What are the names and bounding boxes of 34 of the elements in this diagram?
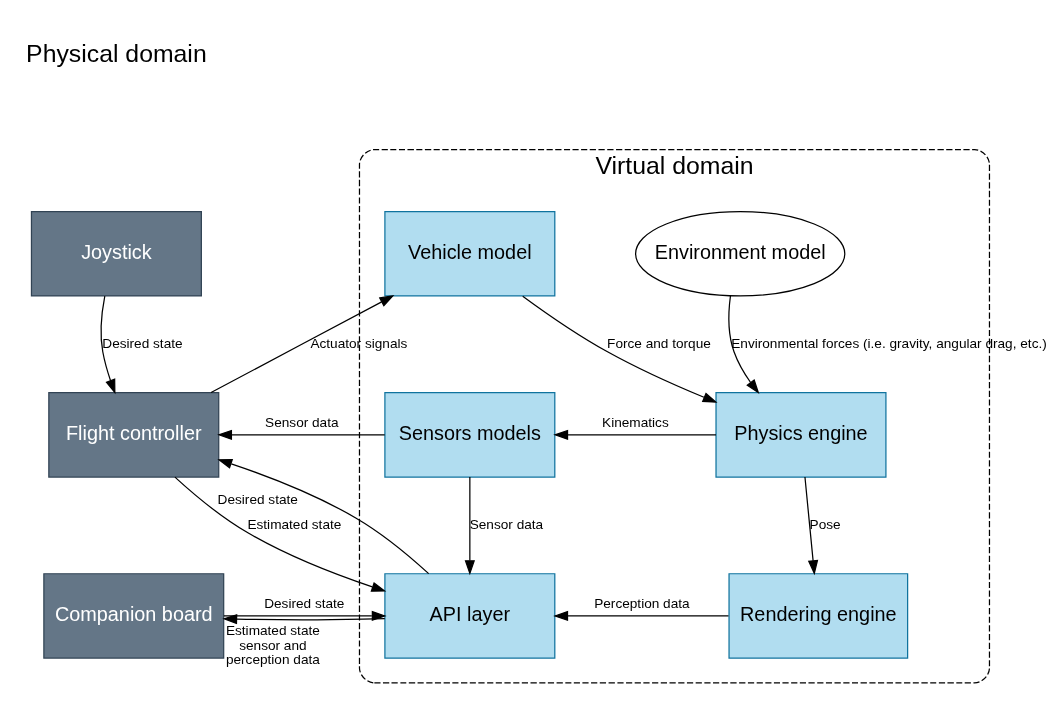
arrow	[521, 295, 718, 403]
edge-label: Desired state	[217, 491, 298, 507]
arrow	[464, 476, 475, 576]
node-box: Rendering engine	[727, 573, 908, 659]
arrow	[803, 476, 818, 576]
edge-label: Pose	[809, 516, 841, 532]
node-box: Companion board	[42, 573, 224, 659]
edge-label: Perception data	[593, 596, 690, 612]
edge-label: Actuator signals	[309, 335, 407, 351]
edge-label: Environmental forces (i.e. gravity, angular drag, etc.)	[730, 335, 1047, 351]
arrow	[552, 429, 717, 441]
arrow	[216, 458, 429, 575]
edge-label: Estimated state sensor and perception data	[225, 622, 320, 668]
arrow	[727, 295, 759, 394]
node-box: Flight controller	[47, 392, 219, 478]
node-box: API layer	[383, 573, 555, 659]
arrow	[210, 295, 394, 394]
node-box: Sensors models	[383, 392, 555, 478]
arrow	[552, 610, 729, 622]
edge-label: Sensor data	[264, 415, 339, 431]
arrow	[216, 429, 385, 441]
arrow	[173, 476, 386, 592]
edge-label: Desired state	[101, 335, 183, 351]
edge-label: Force and torque	[606, 335, 711, 351]
edge-label: Kinematics	[601, 415, 669, 431]
edge-label: Desired state	[263, 596, 344, 612]
node-ellipse: Environment model	[634, 211, 845, 297]
node-box: Vehicle model	[383, 211, 555, 297]
label: Physical domain	[25, 39, 207, 67]
edge-label: Estimated state	[246, 516, 341, 532]
node-box: Joystick	[30, 211, 202, 297]
edge-label: Sensor data	[469, 516, 543, 532]
arrow	[99, 295, 115, 395]
node-box: Physics engine	[714, 392, 887, 478]
